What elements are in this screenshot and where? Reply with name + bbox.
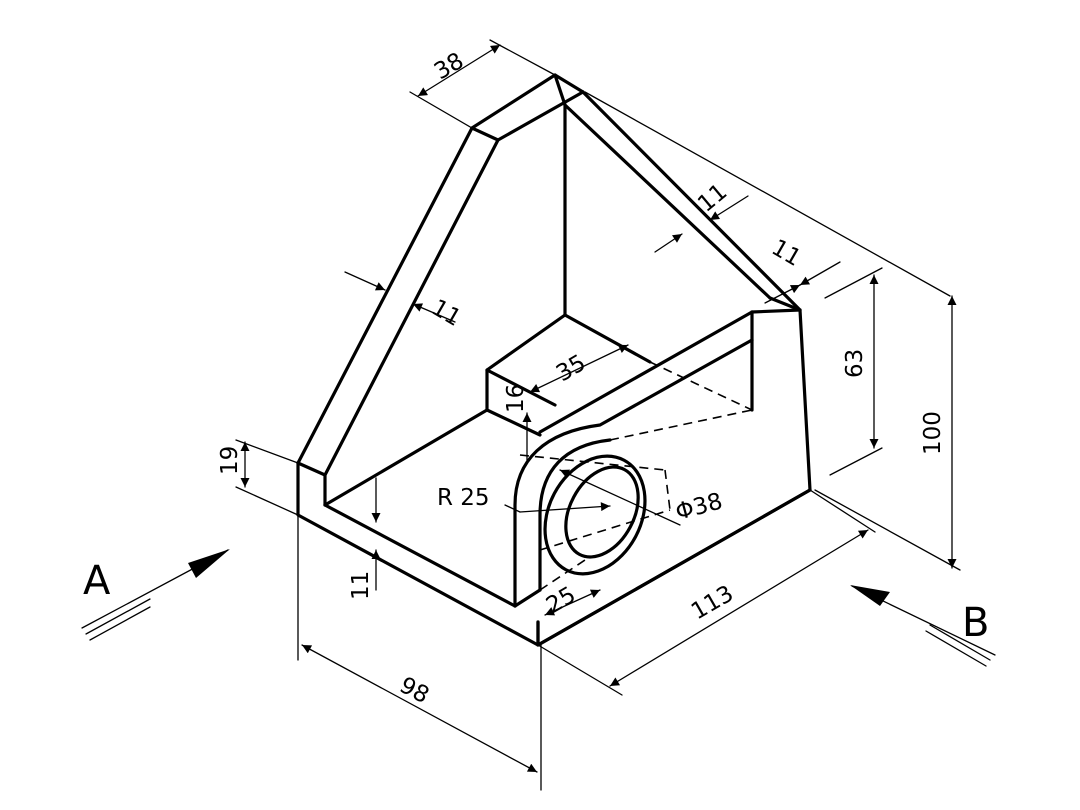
right-plate-top-edge — [750, 308, 802, 314]
view-arrows — [81, 549, 996, 667]
view-a-label: A — [83, 558, 111, 604]
dim-r25: R 25 — [437, 485, 490, 511]
dim-19: 19 — [217, 446, 243, 475]
dimension-lines — [235, 39, 961, 791]
floor-back-edge — [323, 408, 489, 507]
dim-35: 35 — [552, 350, 590, 387]
boss-front-top — [485, 368, 557, 407]
dimension-labels: 38 11 11 11 63 100 35 16 19 11 R 25 Φ38 … — [217, 48, 946, 709]
dim-16: 16 — [503, 384, 529, 413]
right-plate-inner-edge — [538, 310, 754, 434]
dim-113: 113 — [687, 581, 738, 625]
dim-63: 63 — [842, 349, 868, 378]
left-rib-top-small — [470, 73, 557, 130]
part-outline — [296, 73, 812, 647]
apex-left — [553, 73, 585, 94]
hub-outline — [513, 338, 754, 608]
right-rib-outer — [581, 90, 802, 312]
view-labels: A B — [83, 558, 989, 646]
boss-block — [485, 313, 652, 412]
dim-11-base: 11 — [348, 571, 374, 600]
boss-front-side — [485, 408, 542, 437]
floor-front-edge — [323, 503, 517, 608]
hidden-lines — [519, 361, 753, 591]
hub-inner-arc — [538, 438, 612, 592]
left-rib-outer — [296, 126, 500, 507]
apex-inner — [553, 73, 567, 107]
dim-100: 100 — [920, 411, 946, 455]
right-rib-inner — [563, 103, 772, 300]
dim-11-right-rib: 11 — [693, 179, 732, 218]
view-a-arrow-icon — [188, 549, 230, 578]
dim-38: 38 — [430, 48, 468, 85]
dim-11-left-rib: 11 — [427, 295, 465, 332]
hole-outer — [543, 454, 647, 576]
dim-11-right-plate: 11 — [767, 235, 805, 272]
view-b-label: B — [962, 600, 989, 646]
dim-98: 98 — [395, 672, 433, 709]
floor-right-edge — [513, 588, 542, 608]
left-rib-top-inner — [496, 90, 585, 142]
view-b-arrow-icon — [850, 585, 890, 606]
dim-dia38: Φ38 — [673, 488, 725, 525]
left-rib-front-edge — [296, 461, 327, 477]
hole-inner — [564, 465, 640, 559]
right-plate-front — [536, 296, 812, 647]
